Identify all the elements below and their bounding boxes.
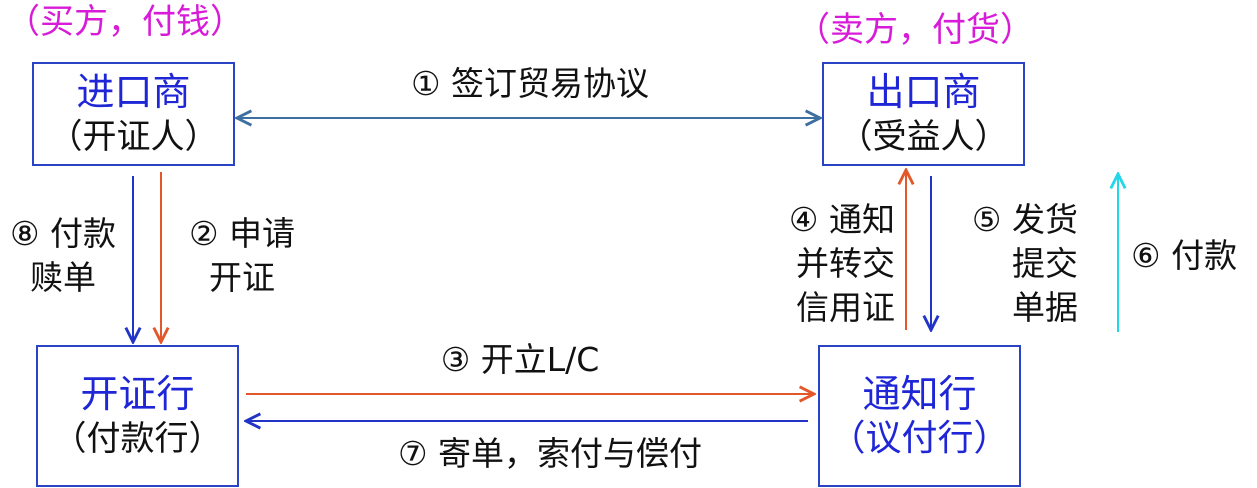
advising-bank-box: 通知行 （议付行） xyxy=(818,345,1021,487)
step4-line2: 并转交 xyxy=(796,244,895,283)
step5-line2: 提交 xyxy=(1012,244,1078,283)
step4-label: ④ 通知 并转交 信用证 xyxy=(755,198,895,330)
step4-line1: ④ 通知 xyxy=(788,200,895,239)
step5-line1: ⑤ 发货 xyxy=(971,200,1078,239)
exporter-title: 出口商 xyxy=(866,70,981,114)
issuing-bank-box: 开证行 （付款行） xyxy=(36,345,239,487)
importer-box: 进口商 （开证人） xyxy=(32,62,235,166)
seller-role-caption: （卖方，付货） xyxy=(796,10,1034,50)
issuing-bank-subtitle: （付款行） xyxy=(52,419,223,459)
step8-line1: ⑧ 付款 xyxy=(9,214,117,253)
step6-label: ⑥ 付款 xyxy=(1131,236,1238,275)
exporter-subtitle: （受益人） xyxy=(838,117,1009,157)
step2-line1: ② 申请 xyxy=(188,214,296,253)
importer-subtitle: （开证人） xyxy=(48,117,219,157)
step4-line3: 信用证 xyxy=(796,288,895,327)
buyer-role-caption: （买方，付钱） xyxy=(6,2,244,42)
step5-line3: 单据 xyxy=(1012,288,1078,327)
step8-label: ⑧ 付款 赎单 xyxy=(0,212,126,300)
step3-label: ③ 开立L/C xyxy=(440,340,600,379)
step7-label: ⑦ 寄单，索付与偿付 xyxy=(397,434,703,473)
importer-title: 进口商 xyxy=(76,70,191,114)
exporter-box: 出口商 （受益人） xyxy=(822,62,1025,166)
step2-line2: 开证 xyxy=(209,258,275,297)
step1-label: ① 签订贸易协议 xyxy=(410,64,650,103)
advising-bank-title: 通知行 xyxy=(862,372,977,416)
step5-label: ⑤ 发货 提交 单据 xyxy=(944,198,1078,330)
advising-bank-subtitle: （议付行） xyxy=(829,418,1010,459)
step2-label: ② 申请 开证 xyxy=(172,212,312,300)
issuing-bank-title: 开证行 xyxy=(80,372,195,416)
step8-line2: 赎单 xyxy=(30,258,96,297)
